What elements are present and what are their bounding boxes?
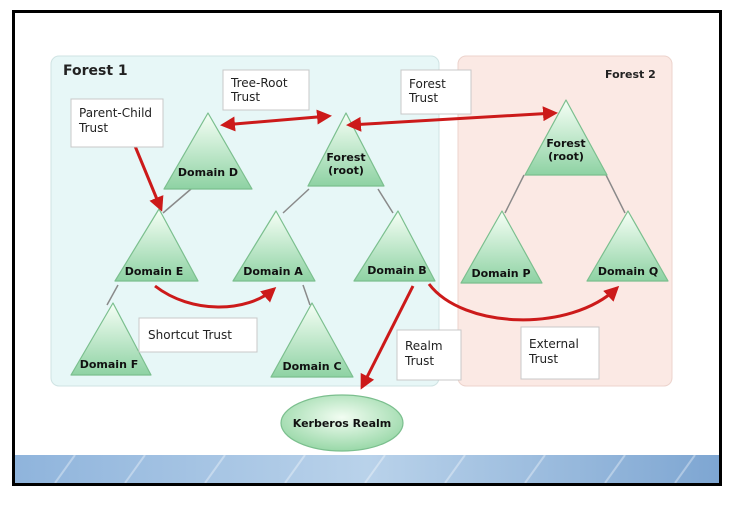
realm-trust-label: Realm Trust xyxy=(396,329,462,381)
svg-text:Trust: Trust xyxy=(230,90,260,104)
svg-text:Trust: Trust xyxy=(408,91,438,105)
svg-text:Trust: Trust xyxy=(528,352,558,366)
realm-trust-arrow xyxy=(360,285,415,390)
domain-b[interactable]: Domain B xyxy=(353,210,436,282)
shortcut-trust-arrow xyxy=(154,284,277,309)
domain-a-label: Domain A xyxy=(243,265,303,278)
kerberos-realm[interactable]: Kerberos Realm xyxy=(280,394,404,452)
svg-text:Forest: Forest xyxy=(409,77,446,91)
kerberos-realm-label: Kerberos Realm xyxy=(293,417,392,430)
shortcut-trust-label: Shortcut Trust xyxy=(138,317,258,353)
domain-forest1-root[interactable]: Forest (root) xyxy=(307,112,385,187)
tree-root-trust-label: Tree-Root Trust xyxy=(222,69,310,111)
svg-text:Realm: Realm xyxy=(405,339,443,353)
domain-d[interactable]: Domain D xyxy=(163,112,253,190)
slide-frame: Forest 1 Forest 2 Forest (root) Domain D… xyxy=(12,10,722,486)
forest2-region xyxy=(457,55,673,387)
slide-banner xyxy=(15,454,719,484)
domain-p[interactable]: Domain P xyxy=(460,210,543,284)
forest1-label: Forest 1 xyxy=(63,63,128,79)
forest-trust-arrow xyxy=(346,106,558,132)
domain-e-label: Domain E xyxy=(125,265,184,278)
domain-q-label: Domain Q xyxy=(598,265,658,278)
domain-f-label: Domain F xyxy=(80,358,139,371)
domain-f[interactable]: Domain F xyxy=(70,302,152,376)
forest2-label: Forest 2 xyxy=(605,68,656,81)
svg-text:Parent-Child: Parent-Child xyxy=(79,106,152,120)
domain-c-label: Domain C xyxy=(282,360,341,373)
domain-b-label: Domain B xyxy=(367,264,426,277)
svg-text:External: External xyxy=(529,337,579,351)
svg-text:Shortcut Trust: Shortcut Trust xyxy=(148,328,232,342)
svg-text:Trust: Trust xyxy=(404,354,434,368)
forest2-root-label-line2: (root) xyxy=(548,150,584,163)
forest1-root-label-line1: Forest xyxy=(326,151,365,164)
external-trust-arrow xyxy=(427,283,620,322)
domain-forest2-root[interactable]: Forest (root) xyxy=(524,99,608,176)
domain-c[interactable]: Domain C xyxy=(270,302,354,378)
external-trust-label: External Trust xyxy=(520,326,600,380)
parent-child-trust-arrow xyxy=(133,145,164,212)
svg-text:Tree-Root: Tree-Root xyxy=(230,76,288,90)
svg-text:Trust: Trust xyxy=(78,121,108,135)
trust-diagram: Forest 1 Forest 2 Forest (root) Domain D… xyxy=(15,55,719,484)
domain-p-label: Domain P xyxy=(471,267,530,280)
trust-arrows xyxy=(133,106,620,390)
parent-child-trust-label: Parent-Child Trust xyxy=(70,98,164,148)
tree-root-trust-arrow xyxy=(220,109,332,132)
tree-connectors xyxy=(106,174,626,306)
forest2-root-label-line1: Forest xyxy=(546,137,585,150)
domain-d-label: Domain D xyxy=(178,166,238,179)
domain-a[interactable]: Domain A xyxy=(232,210,316,282)
domain-e[interactable]: Domain E xyxy=(114,208,199,282)
domain-q[interactable]: Domain Q xyxy=(586,210,669,282)
forest-trust-label: Forest Trust xyxy=(400,69,472,115)
forest1-root-label-line2: (root) xyxy=(328,164,364,177)
